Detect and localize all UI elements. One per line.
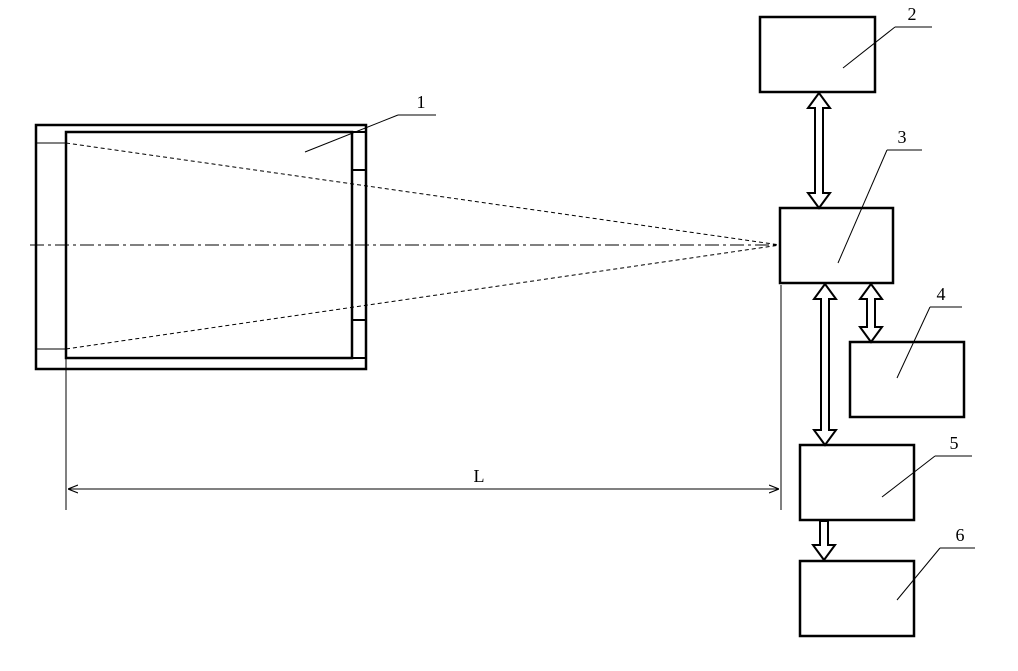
label-2: 2 [908,4,917,24]
label-1: 1 [417,92,426,112]
callout-1: 1 [304,92,436,153]
device-1-outer-housing [34,123,368,371]
leader-line-5 [881,455,936,498]
label-6: 6 [956,525,965,545]
callout-6: 6 [896,525,975,601]
leader-line-1 [304,114,399,153]
arrow-3-5 [812,282,838,447]
aperture-plate-top [351,131,367,171]
callout-3: 3 [837,127,922,264]
block-3 [778,206,895,285]
beam-edge-lower [65,244,781,350]
leader-line-2 [842,26,896,69]
arrow-5-6 [811,520,837,562]
arrow-3-4 [858,282,884,344]
label-4: 4 [937,284,946,304]
leader-line-3 [837,149,888,264]
block-5 [798,443,916,522]
block-4 [848,340,966,419]
leader-line-4 [896,306,931,379]
arrow-2-3 [806,91,832,210]
label-5: 5 [950,433,959,453]
aperture-plate-bottom [351,319,367,359]
callout-5: 5 [881,433,972,498]
dimension-label: L [474,466,485,486]
leader-line-6 [896,547,941,601]
callout-2: 2 [842,4,932,69]
callout-4: 4 [896,284,962,379]
beam-edge-upper [65,142,781,246]
dimension-L: L [65,285,782,510]
block-2 [758,15,877,94]
device-1 [34,123,368,371]
label-3: 3 [898,127,907,147]
block-6 [798,559,916,638]
